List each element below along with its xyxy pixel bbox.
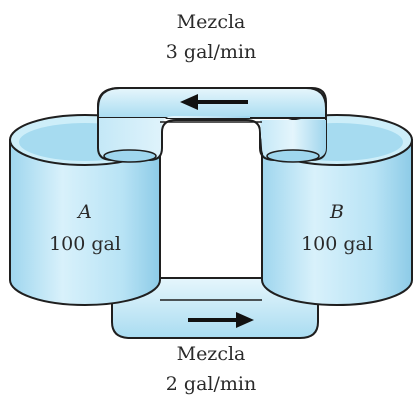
top-pipe [97, 87, 327, 163]
tank-b-name: B [329, 201, 344, 223]
gap-outline [160, 121, 262, 301]
tank-b-volume: 100 gal [301, 233, 373, 255]
bottom-flow-rate: 2 gal/min [166, 373, 256, 395]
top-flow-rate: 3 gal/min [166, 41, 256, 63]
bottom-flow-arrow [188, 312, 254, 328]
top-flow-label: Mezcla [177, 11, 246, 33]
bottom-pipe [111, 277, 319, 339]
tank-a-name: A [76, 201, 92, 223]
bottom-flow-label: Mezcla [177, 343, 246, 365]
top-flow-arrow [180, 94, 248, 110]
tank-a-volume: 100 gal [49, 233, 121, 255]
